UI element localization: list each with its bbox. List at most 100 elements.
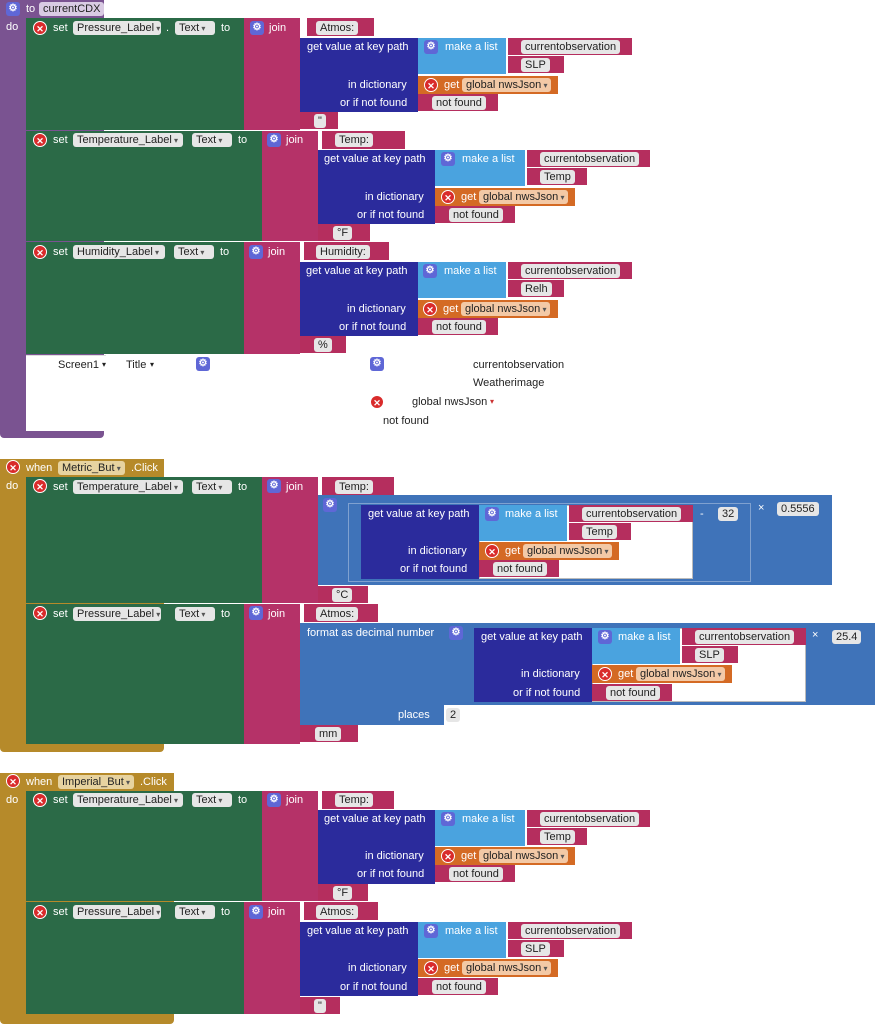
gear-icon[interactable]: ⚙	[370, 357, 384, 371]
dictionary-lookup-block[interactable]	[300, 262, 418, 336]
error-icon[interactable]: ✕	[33, 479, 47, 493]
error-icon[interactable]: ✕	[33, 21, 47, 35]
text-value[interactable]: not found	[432, 980, 486, 994]
variable-dropdown[interactable]: global nwsJson	[479, 849, 569, 863]
dictionary-lookup-block[interactable]	[361, 505, 479, 579]
text-value[interactable]: not found	[432, 320, 486, 334]
set-block[interactable]	[26, 902, 244, 1014]
text-value[interactable]: Atmos:	[316, 21, 359, 35]
component-dropdown[interactable]: Pressure_Label	[73, 607, 161, 621]
text-value[interactable]: not found	[432, 96, 486, 110]
gear-icon[interactable]: ⚙	[485, 507, 499, 521]
component-dropdown[interactable]: Pressure_Label	[73, 21, 161, 35]
join-block[interactable]	[262, 791, 318, 901]
dictionary-lookup-block[interactable]	[474, 628, 592, 702]
error-icon[interactable]: ✕	[33, 606, 47, 620]
text-value[interactable]: SLP	[695, 648, 724, 662]
text-value[interactable]: currentobservation	[695, 630, 795, 644]
join-block[interactable]	[244, 18, 300, 130]
property-dropdown[interactable]: Text	[192, 480, 232, 494]
text-value[interactable]: SLP	[521, 942, 550, 956]
set-block[interactable]	[26, 131, 262, 241]
number-value[interactable]: 32	[718, 507, 739, 521]
join-block[interactable]	[262, 477, 318, 603]
ghost-title-dropdown[interactable]: Title	[126, 359, 147, 371]
gear-icon[interactable]: ⚙	[323, 498, 337, 512]
times-operator[interactable]: ×	[758, 502, 765, 514]
dictionary-lookup-block[interactable]	[318, 150, 435, 224]
text-value[interactable]: °C	[332, 588, 353, 602]
set-block[interactable]	[26, 477, 262, 603]
text-value[interactable]: Temp:	[335, 133, 373, 147]
component-dropdown[interactable]: Temperature_Label	[73, 133, 183, 147]
gear-icon[interactable]: ⚙	[441, 152, 455, 166]
variable-dropdown[interactable]: global nwsJson	[636, 667, 726, 681]
error-icon[interactable]: ✕	[33, 133, 47, 147]
text-value[interactable]: Temp:	[335, 793, 373, 807]
text-value[interactable]: currentobservation	[521, 264, 621, 278]
error-icon[interactable]: ✕	[6, 774, 20, 788]
times-operator[interactable]: ×	[812, 629, 819, 641]
gear-icon[interactable]: ⚙	[598, 630, 612, 644]
gear-icon[interactable]: ⚙	[423, 264, 437, 278]
set-block[interactable]	[26, 242, 244, 354]
join-block[interactable]	[262, 131, 318, 241]
error-icon[interactable]: ✕	[424, 961, 438, 975]
gear-icon[interactable]: ⚙	[267, 793, 281, 807]
gear-icon[interactable]: ⚙	[424, 40, 438, 54]
text-value[interactable]: "	[314, 114, 326, 128]
text-value[interactable]: Temp	[582, 525, 617, 539]
component-dropdown[interactable]: Humidity_Label	[73, 245, 165, 259]
number-value[interactable]: 25.4	[832, 630, 862, 644]
error-icon[interactable]: ✕	[441, 190, 455, 204]
text-value[interactable]: currentobservation	[521, 924, 621, 938]
gear-icon[interactable]: ⚙	[249, 245, 263, 259]
variable-dropdown[interactable]: global nwsJson	[479, 190, 569, 204]
text-value[interactable]: not found	[449, 867, 503, 881]
component-dropdown[interactable]: Temperature_Label	[73, 793, 183, 807]
join-block[interactable]	[244, 902, 300, 1014]
error-icon[interactable]: ✕	[485, 544, 499, 558]
gear-icon[interactable]: ⚙	[441, 812, 455, 826]
error-icon[interactable]: ✕	[33, 793, 47, 807]
gear-icon[interactable]: ⚙	[267, 133, 281, 147]
property-dropdown[interactable]: Text	[175, 905, 215, 919]
set-block[interactable]	[26, 18, 244, 130]
text-value[interactable]: mm	[315, 727, 342, 741]
gear-icon[interactable]: ⚙	[424, 924, 438, 938]
variable-dropdown[interactable]: global nwsJson	[523, 544, 613, 558]
text-value[interactable]: Atmos:	[316, 607, 359, 621]
error-icon[interactable]: ✕	[441, 849, 455, 863]
error-icon[interactable]: ✕	[423, 302, 437, 316]
property-dropdown[interactable]: Text	[192, 133, 232, 147]
gear-icon[interactable]: ⚙	[249, 905, 263, 919]
text-value[interactable]: Temp	[540, 830, 575, 844]
text-value[interactable]: Relh	[521, 282, 552, 296]
ghost-screen-dropdown[interactable]: Screen1	[58, 359, 99, 371]
error-icon[interactable]: ✕	[370, 395, 384, 409]
component-dropdown[interactable]: Imperial_But	[58, 775, 135, 789]
gear-icon[interactable]: ⚙	[249, 606, 263, 620]
set-block[interactable]	[26, 791, 262, 901]
dictionary-lookup-block[interactable]	[300, 38, 418, 112]
gear-icon[interactable]: ⚙	[6, 2, 20, 16]
text-value[interactable]: °F	[333, 226, 353, 240]
property-dropdown[interactable]: Text	[175, 21, 215, 35]
property-dropdown[interactable]: Text	[192, 793, 232, 807]
error-icon[interactable]: ✕	[6, 460, 20, 474]
text-value[interactable]: Humidity:	[316, 245, 370, 259]
property-dropdown[interactable]: Text	[174, 245, 214, 259]
gear-icon[interactable]: ⚙	[250, 21, 264, 35]
gear-icon[interactable]: ⚙	[196, 357, 210, 371]
procedure-name-field[interactable]: currentCDX	[39, 2, 105, 16]
minus-operator[interactable]: -	[700, 508, 704, 520]
text-value[interactable]: currentobservation	[540, 152, 640, 166]
join-block[interactable]	[244, 242, 300, 354]
format-decimal-block[interactable]	[300, 623, 444, 725]
dictionary-lookup-block[interactable]	[318, 810, 435, 884]
text-value[interactable]: Temp:	[335, 480, 373, 494]
component-dropdown[interactable]: Temperature_Label	[73, 480, 183, 494]
text-value[interactable]: currentobservation	[540, 812, 640, 826]
variable-dropdown[interactable]: global nwsJson	[462, 961, 552, 975]
text-value[interactable]: °F	[333, 886, 353, 900]
